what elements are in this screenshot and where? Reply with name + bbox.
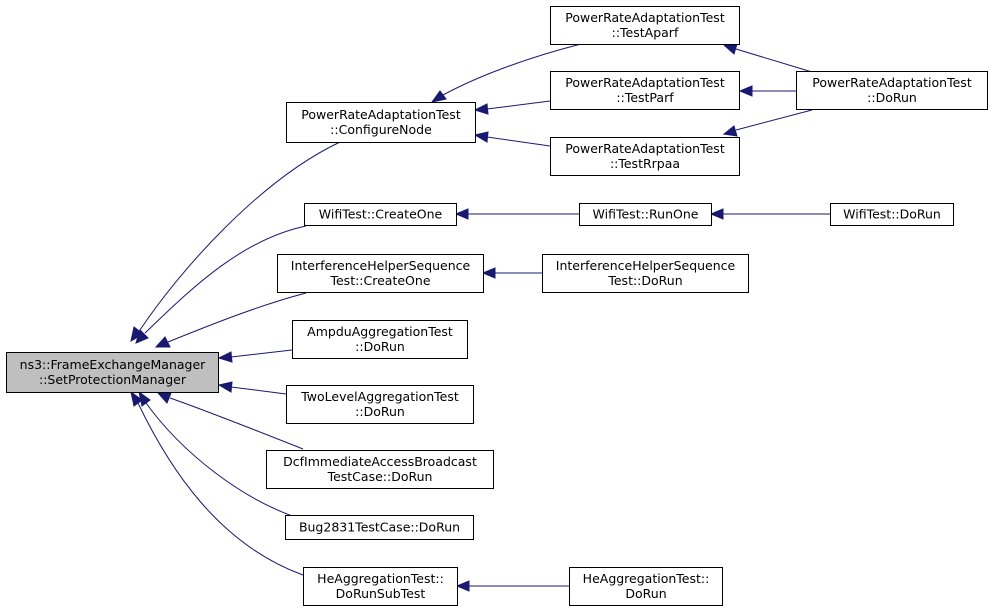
- node-box: [569, 567, 723, 606]
- node-box: [285, 515, 474, 540]
- arrowhead: [130, 326, 144, 343]
- edge-wifi-create-one-to-set-protection-manager: [144, 225, 307, 334]
- node-label-line: PowerRateAdaptationTest: [565, 10, 725, 25]
- node-box: [550, 6, 740, 45]
- arrowhead: [473, 131, 489, 143]
- arrowhead: [217, 351, 233, 363]
- arrowhead: [722, 43, 738, 55]
- node-box: [286, 385, 474, 424]
- arrowhead: [738, 85, 753, 97]
- node-box: [796, 71, 988, 110]
- node-label-line: WifiTest::DoRun: [843, 207, 941, 222]
- node-label-line: DoRun: [625, 586, 666, 601]
- node-label-line: PowerRateAdaptationTest: [301, 107, 461, 122]
- node-label-line: HeAggregationTest::: [583, 571, 710, 586]
- arrowhead: [455, 580, 470, 592]
- node-power-rate-do-run[interactable]: PowerRateAdaptationTest::DoRun: [796, 71, 988, 110]
- node-wifi-run-one[interactable]: WifiTest::RunOne: [579, 203, 712, 226]
- arrowhead: [156, 392, 172, 404]
- edge-dcf-do-run-to-set-protection-manager: [169, 397, 304, 450]
- arrowhead: [154, 336, 171, 348]
- node-bug2831-do-run[interactable]: Bug2831TestCase::DoRun: [285, 515, 474, 540]
- node-wifi-create-one[interactable]: WifiTest::CreateOne: [304, 203, 457, 226]
- edge-test-rrpaa-to-configure-node: [486, 136, 551, 147]
- node-label-line: Bug2831TestCase::DoRun: [299, 520, 460, 535]
- arrowhead: [430, 90, 447, 103]
- node-box: [830, 203, 954, 226]
- node-label-line: InterferenceHelperSequence: [291, 258, 471, 273]
- edge-power-rate-do-run-to-test-aparf: [735, 48, 813, 73]
- node-box: [303, 567, 458, 606]
- node-label-line: ns3::FrameExchangeManager: [20, 357, 206, 372]
- edge-test-parf-to-configure-node: [486, 100, 551, 110]
- node-label-line: WifiTest::RunOne: [593, 207, 699, 222]
- node-he-do-run-sub-test[interactable]: HeAggregationTest::DoRunSubTest: [303, 567, 458, 606]
- node-label-line: Test::DoRun: [607, 273, 682, 288]
- node-box: [6, 352, 219, 393]
- arrowhead: [135, 329, 149, 344]
- node-box: [292, 320, 468, 359]
- node-he-do-run[interactable]: HeAggregationTest::DoRun: [569, 567, 723, 606]
- node-test-aparf[interactable]: PowerRateAdaptationTest::TestAparf: [550, 6, 740, 45]
- node-label-line: ::TestAparf: [612, 25, 679, 40]
- node-test-rrpaa[interactable]: PowerRateAdaptationTest::TestRrpaa: [550, 137, 740, 176]
- edge-power-rate-do-run-to-test-rrpaa: [735, 109, 813, 131]
- node-label-line: TestCase::DoRun: [327, 469, 433, 484]
- edge-ampdu-do-run-to-set-protection-manager: [230, 349, 293, 358]
- edges-layer: [130, 43, 830, 592]
- nodes-layer: ns3::FrameExchangeManager::SetProtection…: [6, 6, 988, 606]
- node-box: [277, 254, 484, 293]
- node-box: [304, 203, 457, 226]
- edge-test-aparf-to-configure-node: [442, 43, 582, 96]
- node-two-level-do-run[interactable]: TwoLevelAggregationTest::DoRun: [286, 385, 474, 424]
- node-label-line: HeAggregationTest::: [317, 571, 444, 586]
- node-set-protection-manager[interactable]: ns3::FrameExchangeManager::SetProtection…: [6, 352, 219, 393]
- edge-interference-create-one-to-set-protection-manager: [167, 292, 307, 343]
- node-label-line: ::TestParf: [616, 90, 674, 105]
- node-label-line: DoRunSubTest: [336, 586, 426, 601]
- node-box: [579, 203, 712, 226]
- node-dcf-do-run[interactable]: DcfImmediateAccessBroadcastTestCase::DoR…: [266, 450, 494, 489]
- node-label-line: ::TestRrpaa: [610, 156, 680, 171]
- node-label-line: ::DoRun: [867, 90, 917, 105]
- node-label-line: InterferenceHelperSequence: [556, 258, 736, 273]
- arrowhead: [473, 103, 489, 115]
- arrowhead: [454, 208, 469, 220]
- node-label-line: Test::CreateOne: [329, 273, 430, 288]
- arrowhead: [217, 381, 233, 393]
- node-label-line: ::ConfigureNode: [330, 122, 432, 137]
- node-test-parf[interactable]: PowerRateAdaptationTest::TestParf: [550, 71, 740, 110]
- node-box: [550, 71, 740, 110]
- node-wifi-do-run[interactable]: WifiTest::DoRun: [830, 203, 954, 226]
- node-configure-node[interactable]: PowerRateAdaptationTest::ConfigureNode: [286, 102, 476, 143]
- node-label-line: ::SetProtectionManager: [39, 372, 187, 387]
- edge-configure-node-to-set-protection-manager: [139, 141, 341, 331]
- edge-he-do-run-sub-test-to-set-protection-manager: [137, 402, 304, 576]
- arrowhead: [709, 208, 724, 220]
- arrowhead: [722, 125, 738, 137]
- node-label-line: PowerRateAdaptationTest: [812, 75, 972, 90]
- node-label-line: ::DoRun: [355, 404, 405, 419]
- node-box: [550, 137, 740, 176]
- node-label-line: AmpduAggregationTest: [307, 324, 453, 339]
- node-ampdu-do-run[interactable]: AmpduAggregationTest::DoRun: [292, 320, 468, 359]
- node-label-line: PowerRateAdaptationTest: [565, 141, 725, 156]
- edge-two-level-do-run-to-set-protection-manager: [230, 386, 287, 395]
- node-box: [266, 450, 494, 489]
- node-box: [286, 102, 476, 143]
- edge-bug2831-do-run-to-set-protection-manager: [145, 402, 305, 521]
- node-label-line: TwoLevelAggregationTest: [300, 389, 459, 404]
- node-label-line: PowerRateAdaptationTest: [565, 75, 725, 90]
- node-label-line: ::DoRun: [355, 339, 405, 354]
- arrowhead: [130, 390, 143, 407]
- node-interference-create-one[interactable]: InterferenceHelperSequenceTest::CreateOn…: [277, 254, 484, 293]
- arrowhead: [481, 267, 496, 279]
- node-label-line: WifiTest::CreateOne: [319, 207, 443, 222]
- node-box: [542, 254, 749, 293]
- node-label-line: DcfImmediateAccessBroadcast: [283, 454, 477, 469]
